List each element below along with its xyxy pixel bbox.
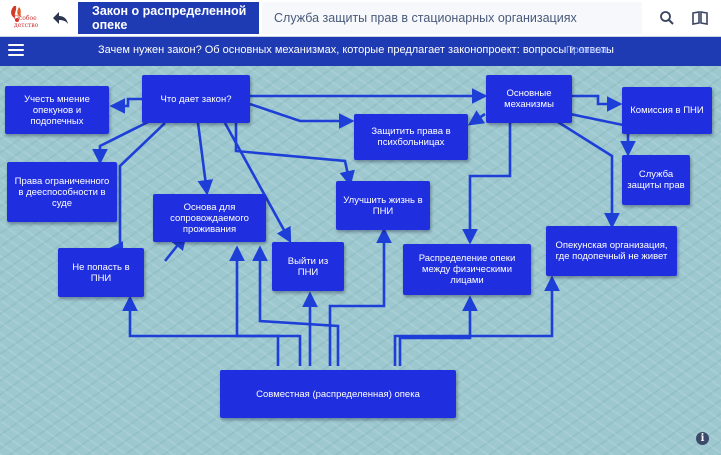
node-label: Служба защиты прав <box>627 169 685 191</box>
node-distribution[interactable]: Распределение опеки между физическими ли… <box>403 244 531 295</box>
link <box>252 245 340 366</box>
sub-header: Зачем нужен закон? Об основных механизма… <box>0 37 721 66</box>
link <box>328 227 392 366</box>
tab-label: Служба защиты прав в стационарных органи… <box>274 11 577 25</box>
node-limited-rights[interactable]: Права ограниченного в дееспособности в с… <box>7 162 117 222</box>
link <box>196 122 214 196</box>
logo: Особое детство <box>6 4 46 32</box>
link <box>557 120 620 229</box>
node-label: Опекунская организация, где подопечный н… <box>555 240 668 262</box>
node-label: Не попасть в ПНИ <box>72 261 130 284</box>
logo-text-1: Особое <box>14 15 37 22</box>
link <box>229 245 302 366</box>
node-not-enter-pni[interactable]: Не попасть в ПНИ <box>58 248 144 297</box>
node-supported-living[interactable]: Основа для сопровождаемого проживания <box>153 194 266 242</box>
link <box>398 295 478 366</box>
node-joint-guardianship[interactable]: Совместная (распределенная) опека <box>220 370 456 418</box>
node-label: Права ограниченного в дееспособности в с… <box>14 175 110 209</box>
link <box>393 275 560 366</box>
mind-map-canvas: Что дает закон? Основные механизмы Учест… <box>0 66 721 455</box>
tab-distributed-guardianship-law[interactable]: Закон о распределенной опеке <box>78 2 259 34</box>
link <box>467 110 486 126</box>
link <box>234 123 355 187</box>
back-arrow-icon[interactable] <box>50 8 70 28</box>
node-commission[interactable]: Комиссия в ПНИ <box>622 87 712 134</box>
info-icon[interactable]: i <box>696 432 709 445</box>
node-what-law-gives[interactable]: Что дает закон? <box>142 75 250 123</box>
link <box>572 94 623 112</box>
link <box>109 97 142 114</box>
node-protect-rights[interactable]: Защитить права в психбольницах <box>354 114 468 160</box>
node-label: Распределение опеки между физическими ли… <box>418 253 516 286</box>
top-bar: Особое детство Закон о распределенной оп… <box>0 0 721 37</box>
tab-label: Закон о распределенной опеке <box>92 4 247 32</box>
tab-rights-protection-service[interactable]: Служба защиты прав в стационарных органи… <box>262 2 642 34</box>
page-title: Зачем нужен закон? Об основных механизма… <box>98 44 614 56</box>
node-label: Защитить права в психбольницах <box>371 126 451 148</box>
search-icon[interactable] <box>658 9 676 27</box>
node-consider-opinion[interactable]: Учесть мнение опекунов и подопечных <box>5 86 109 134</box>
link <box>462 122 512 245</box>
logo-text-2: детство <box>14 22 39 29</box>
node-label: Совместная (распределенная) опека <box>256 388 420 400</box>
node-label: Комиссия в ПНИ <box>630 105 704 116</box>
node-label: Что дает закон? <box>160 93 232 105</box>
node-label: Основные механизмы <box>504 88 554 110</box>
node-label: Выйти из ПНИ <box>287 255 329 278</box>
link <box>249 102 355 129</box>
node-main-mechanisms[interactable]: Основные механизмы <box>486 75 572 123</box>
link <box>122 295 280 366</box>
link <box>92 119 151 165</box>
node-exit-pni[interactable]: Выйти из ПНИ <box>272 242 344 291</box>
node-improve-life[interactable]: Улучшить жизнь в ПНИ <box>336 181 430 230</box>
node-guardianship-org[interactable]: Опекунская организация, где подопечный н… <box>546 226 677 276</box>
rules-link[interactable]: Правила <box>566 45 607 56</box>
node-label: Основа для сопровождаемого проживания <box>170 201 249 235</box>
book-icon[interactable] <box>691 9 709 27</box>
menu-icon[interactable] <box>8 44 24 58</box>
node-label: Учесть мнение опекунов и подопечных <box>24 93 90 127</box>
node-protection-service[interactable]: Служба защиты прав <box>622 155 690 205</box>
node-label: Улучшить жизнь в ПНИ <box>343 194 423 217</box>
